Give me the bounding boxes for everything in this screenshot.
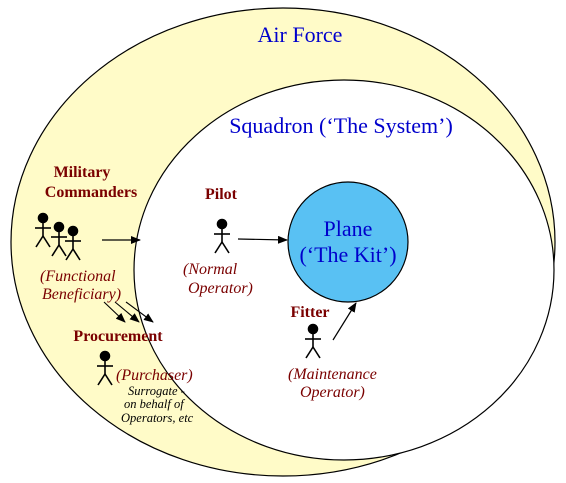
fitter-figure-icon [305, 323, 321, 359]
commanders-label-line1: Military [54, 164, 111, 181]
commanders-role-line2: Beneficiary) [42, 286, 121, 303]
fitter-to-plane-arrow [332, 302, 357, 341]
procurement-note-line1: Surrogate - [128, 384, 185, 398]
pilot-to-plane-arrow [237, 235, 288, 244]
procurement-note-line2: on behalf of [124, 397, 185, 411]
air-force-label: Air Force [258, 22, 343, 47]
plane-label-line1: Plane [324, 216, 373, 241]
procurement-figure-icon [97, 350, 113, 386]
fitter-role-line1: (Maintenance [288, 366, 377, 383]
fitter-role-line2: Operator) [300, 384, 365, 401]
commanders-label-line2: Commanders [45, 184, 137, 201]
procurement-role: (Purchaser) [116, 367, 193, 384]
commanders-to-procurement-arrows [103, 301, 154, 323]
commanders-figures-icon [35, 212, 81, 261]
pilot-figure-icon [214, 218, 230, 254]
fitter-label: Fitter [290, 304, 329, 321]
plane-circle [287, 181, 409, 303]
pilot-label: Pilot [205, 186, 238, 203]
pilot-role-line2: Operator) [188, 280, 253, 297]
procurement-note-line3: Operators, etc [121, 411, 194, 425]
commanders-role-line1: (Functional [40, 268, 116, 285]
plane-label-line2: (‘The Kit’) [299, 242, 396, 267]
pilot-role-line1: (Normal [183, 261, 238, 278]
procurement-label: Procurement [73, 328, 163, 345]
squadron-label: Squadron (‘The System’) [229, 113, 453, 138]
